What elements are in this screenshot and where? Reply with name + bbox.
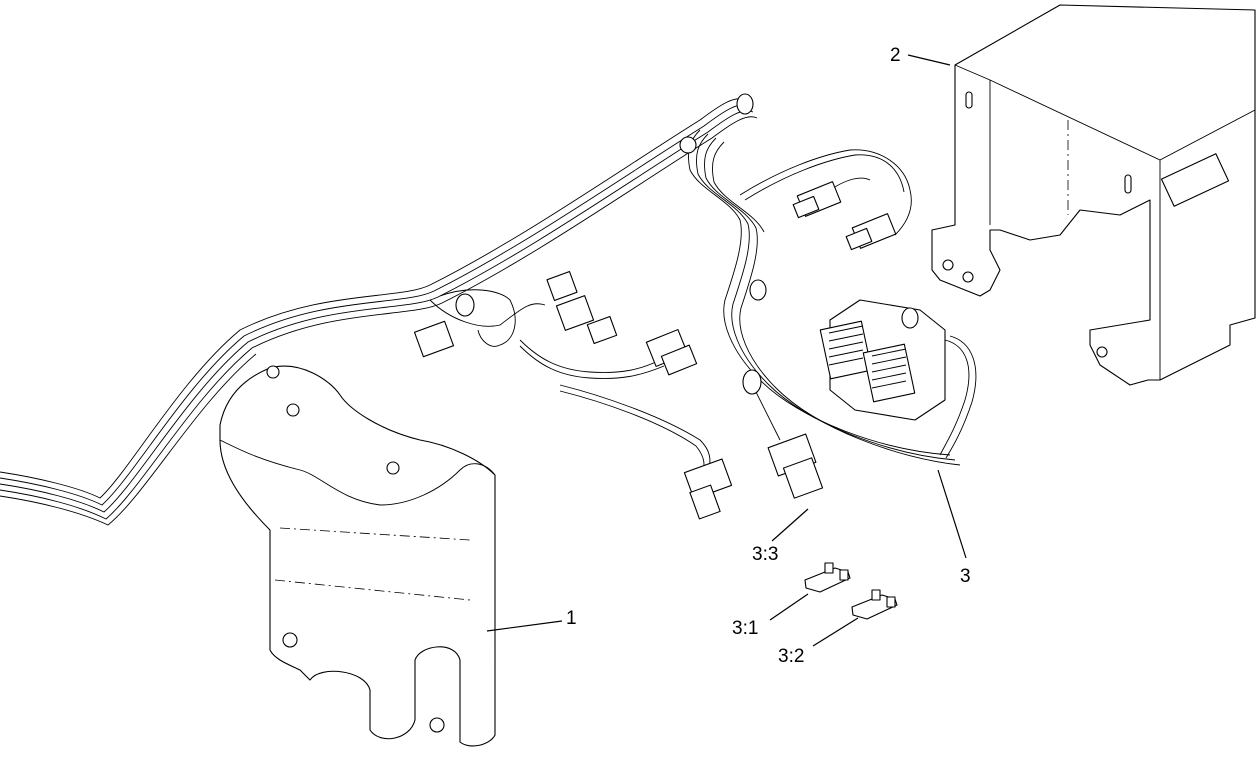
leader-1 bbox=[486, 620, 563, 632]
callout-3-3: 3:3 bbox=[752, 544, 778, 565]
callout-1: 1 bbox=[566, 608, 577, 629]
middle-branch bbox=[413, 271, 733, 520]
upper-branch bbox=[739, 149, 912, 251]
callout-3-2: 3:2 bbox=[778, 646, 804, 667]
leader-3-1 bbox=[769, 593, 809, 621]
leader-3-2 bbox=[812, 617, 859, 647]
callout-3: 3 bbox=[960, 566, 971, 587]
callout-3-1: 3:1 bbox=[732, 618, 758, 639]
leader-2 bbox=[907, 54, 951, 66]
fuse-3-1 bbox=[804, 562, 851, 593]
main-connector bbox=[819, 299, 977, 459]
fuse-3-2 bbox=[851, 589, 898, 620]
leader-3-3 bbox=[771, 508, 809, 542]
cover-part-2 bbox=[931, 4, 1256, 386]
harness-trunk bbox=[0, 98, 758, 526]
leader-lines bbox=[486, 54, 967, 647]
bracket-part-1 bbox=[219, 365, 496, 747]
leader-3 bbox=[937, 469, 967, 559]
connector-3-3 bbox=[742, 279, 824, 499]
callout-2: 2 bbox=[890, 45, 901, 66]
top-junction bbox=[679, 93, 961, 466]
wire-harness bbox=[0, 93, 977, 526]
